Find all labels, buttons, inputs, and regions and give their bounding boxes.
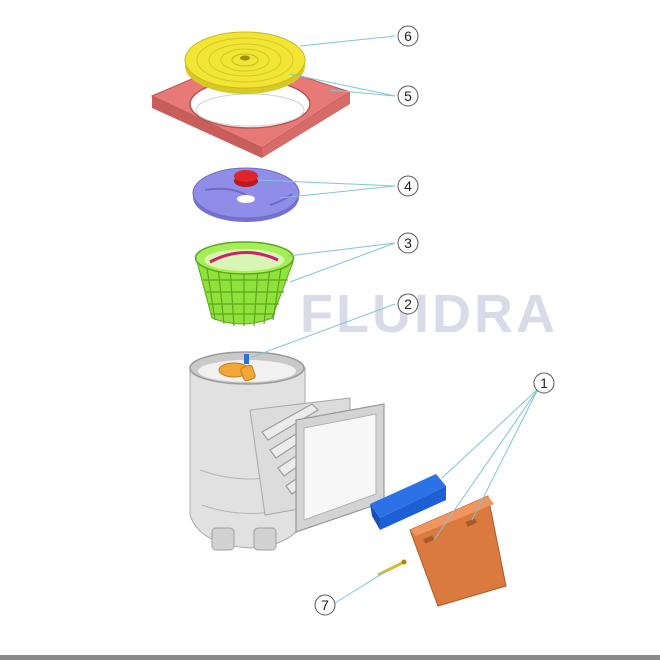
svg-text:6: 6 (404, 28, 412, 44)
skimmer-body (189, 351, 385, 551)
blue-float-part (370, 474, 446, 530)
callout-1: 1 (533, 372, 555, 394)
flap-part (218, 354, 256, 382)
svg-text:7: 7 (321, 597, 329, 613)
watermark: FLUIDRA (300, 284, 558, 344)
svg-text:3: 3 (404, 235, 412, 251)
pin-part (377, 559, 407, 577)
callout-7: 7 (314, 594, 336, 616)
svg-text:2: 2 (404, 296, 412, 312)
callout-5: 5 (397, 85, 419, 107)
svg-text:1: 1 (540, 375, 548, 391)
callout-4: 4 (397, 175, 419, 197)
svg-text:4: 4 (404, 178, 412, 194)
callout-6: 6 (397, 25, 419, 47)
orange-cover-part (409, 495, 507, 607)
callout-lines (251, 35, 539, 604)
svg-text:5: 5 (404, 88, 412, 104)
callout-2: 2 (397, 293, 419, 315)
lid-part (184, 31, 306, 94)
basket-part (194, 241, 295, 327)
plate-part (192, 167, 300, 222)
callout-3: 3 (397, 232, 419, 254)
bottom-divider (0, 655, 660, 660)
